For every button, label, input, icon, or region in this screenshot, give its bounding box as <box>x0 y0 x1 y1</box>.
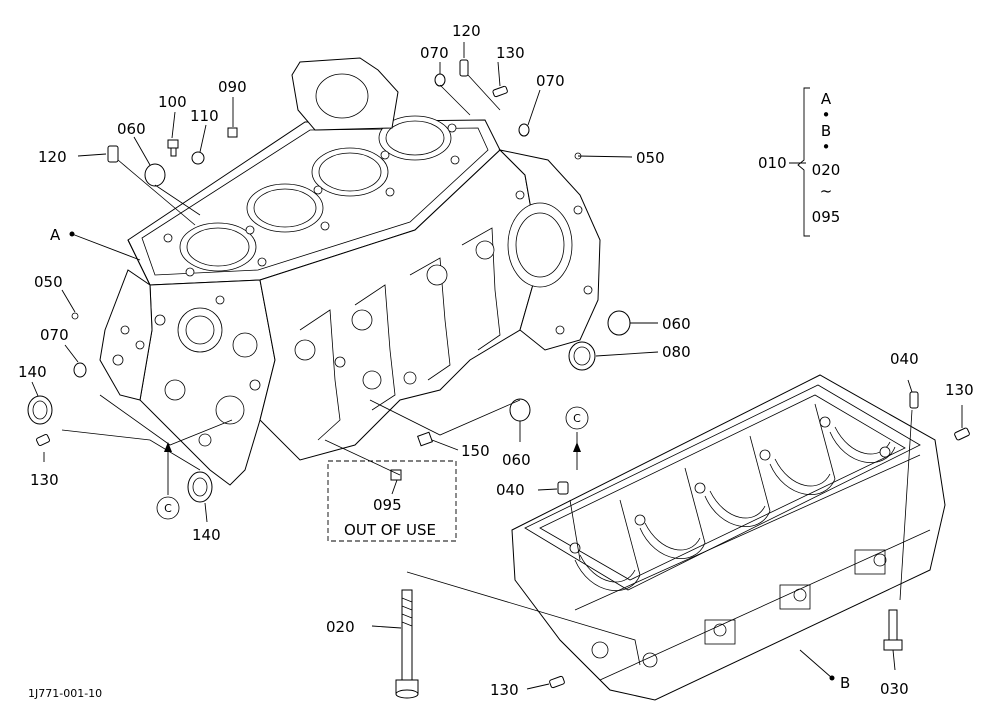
callout-labels: 120 130 070 070 090 100 110 060 120 050 … <box>18 22 974 699</box>
callout-050: 050 <box>636 149 665 167</box>
callout-110: 110 <box>190 107 219 125</box>
callout-130: 130 <box>490 681 519 699</box>
callout-140: 140 <box>192 526 221 544</box>
legend-number: 010 <box>758 154 787 172</box>
callout-150: 150 <box>461 442 490 460</box>
legend-item-dot: • <box>822 106 831 124</box>
legend-item-tilde: ~ <box>820 182 833 200</box>
callout-060: 060 <box>662 315 691 333</box>
cylinder-block-upper <box>99 57 601 486</box>
callout-060: 060 <box>117 120 146 138</box>
callout-030: 030 <box>880 680 909 698</box>
callout-a: A <box>50 226 61 244</box>
out-of-use-box <box>327 460 457 542</box>
callout-100: 100 <box>158 93 187 111</box>
drawing-id: 1J771-001-10 <box>28 687 102 700</box>
legend-item-020: 020 <box>812 161 841 179</box>
circle-reference-c-left: C <box>156 442 180 520</box>
legend-bracket: 010 A • B • 020 ~ 095 <box>758 87 841 237</box>
callout-040: 040 <box>890 350 919 368</box>
callout-b: B <box>840 674 850 692</box>
circle-ref-c: C <box>573 412 581 425</box>
leader-lines <box>31 42 963 690</box>
circle-ref-c: C <box>164 502 172 515</box>
ref-dot-b <box>829 675 835 681</box>
circle-reference-c-right: C <box>565 406 589 470</box>
callout-070: 070 <box>420 44 449 62</box>
crankcase-lower <box>511 374 946 701</box>
callout-080: 080 <box>662 343 691 361</box>
out-of-use-label: OUT OF USE <box>344 521 436 539</box>
callout-070: 070 <box>40 326 69 344</box>
callout-095: 095 <box>373 496 402 514</box>
legend-item-095: 095 <box>812 208 841 226</box>
callout-120: 120 <box>452 22 481 40</box>
callout-070: 070 <box>536 72 565 90</box>
callout-120: 120 <box>38 148 67 166</box>
legend-item-dot: • <box>822 138 831 156</box>
callout-130: 130 <box>945 381 974 399</box>
legend-item-b: B <box>821 122 831 140</box>
callout-060: 060 <box>502 451 531 469</box>
callout-090: 090 <box>218 78 247 96</box>
small-parts <box>27 59 970 699</box>
legend-item-a: A <box>821 90 832 108</box>
callout-040: 040 <box>496 481 525 499</box>
callout-140: 140 <box>18 363 47 381</box>
ref-dot-a <box>69 231 75 237</box>
callout-020: 020 <box>326 618 355 636</box>
callout-130: 130 <box>30 471 59 489</box>
callout-050: 050 <box>34 273 63 291</box>
callout-130: 130 <box>496 44 525 62</box>
